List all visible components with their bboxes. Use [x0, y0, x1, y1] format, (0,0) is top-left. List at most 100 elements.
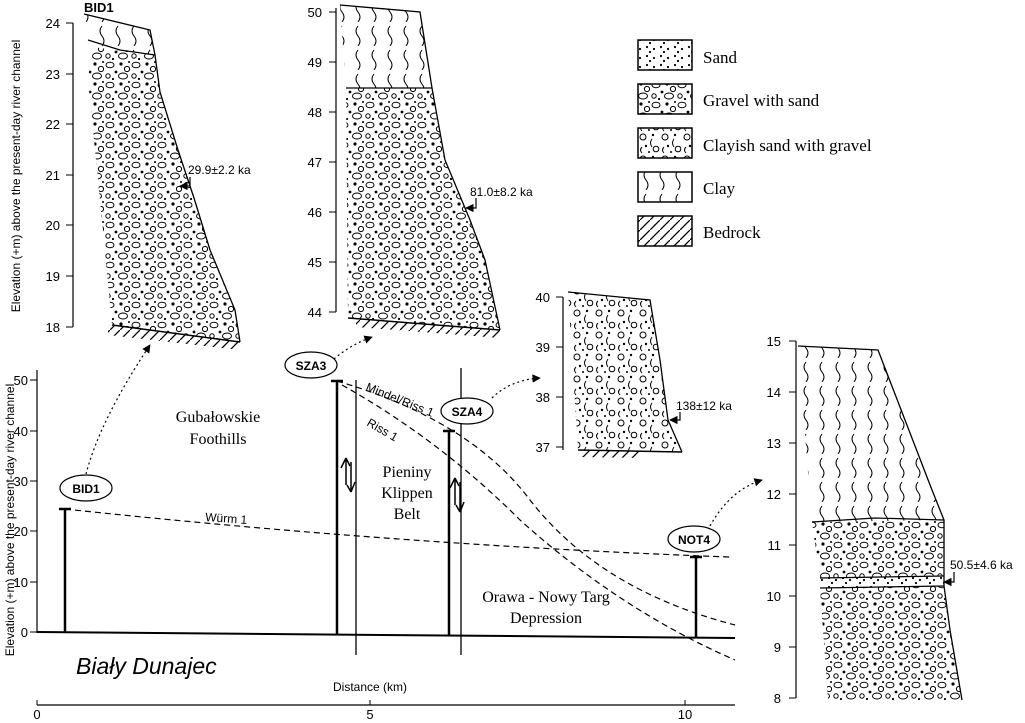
tick-label: 50: [14, 373, 28, 388]
sample-arrow: [179, 177, 191, 191]
sand-layer: [820, 576, 944, 588]
sample-arrow: [465, 198, 477, 213]
river-profile: [36, 631, 736, 639]
bedrock-contact: [111, 324, 241, 343]
legend-item-gravel: Gravel with sand: [637, 83, 820, 115]
legend-label-sand: Sand: [703, 48, 738, 67]
tick-label: 11: [768, 538, 782, 553]
tick-label: 10: [767, 589, 781, 604]
main-ylabel: Elevation (+m) above the present-day riv…: [3, 384, 17, 656]
terrace-label-riss: Riss 1: [365, 415, 401, 444]
bedrock-layer: [108, 325, 240, 350]
region-label: Pieniny: [383, 464, 432, 481]
site-name: NOT4: [678, 533, 710, 547]
legend-label-clayish: Clayish sand with gravel: [703, 136, 872, 155]
tick-label: 40: [14, 424, 28, 439]
bedrock-layer: [356, 318, 500, 338]
terrace-riss: [341, 384, 736, 661]
tick-label: 45: [308, 255, 322, 270]
site-badge-bid1: BID1: [59, 474, 113, 502]
tick-label: 48: [308, 105, 322, 120]
clay-layer: [340, 5, 432, 88]
tick-label: 13: [767, 436, 781, 451]
profile-outline: [339, 4, 501, 331]
bedrock-swatch: [637, 215, 693, 247]
clayish-swatch: [637, 127, 693, 159]
legend-item-bedrock: Bedrock: [637, 215, 761, 247]
down-arrow-icon: [455, 482, 465, 513]
down-arrow-icon: [346, 462, 356, 493]
tick-label: 47: [308, 155, 322, 170]
layer-boundary: [87, 39, 156, 56]
site-badge-not4: NOT4: [667, 525, 721, 553]
site-badge-sza4: SZA4: [440, 397, 494, 425]
tick-label: 0: [21, 625, 28, 640]
terrace-mindel: [336, 380, 736, 626]
tick-label: 23: [46, 67, 60, 82]
site-name: SZA4: [452, 405, 483, 419]
tick-label: 39: [536, 340, 550, 355]
region-label: Depression: [510, 610, 582, 627]
profile-ylabel: Elevation (+m) above the present-day riv…: [9, 40, 23, 312]
clay-layer: [798, 346, 944, 522]
layer-boundary: [819, 585, 945, 589]
main-xlabel: Distance (km): [333, 680, 407, 694]
age-label-sza4: 138±12 ka: [676, 399, 732, 413]
main-y-ticks: 0 10 20 30 40 50: [14, 373, 37, 640]
profile-outline: [797, 345, 963, 701]
tick-label: 20: [14, 524, 28, 539]
tick-label: 9: [774, 640, 781, 655]
river-name: Biały Dunajec: [76, 653, 217, 679]
profile-bid1: Elevation (+m) above the present-day riv…: [9, 0, 251, 350]
tick-label: 5: [366, 707, 373, 722]
tick-label: 38: [536, 390, 550, 405]
tick-label: 14: [767, 385, 781, 400]
tick-label: 24: [46, 16, 60, 31]
bedrock-layer: [580, 450, 640, 458]
age-label-not4: 50.5±4.6 ka: [950, 558, 1013, 572]
profile-outline: [83, 13, 241, 343]
profile-not4: 15 14 13 12 11 10 9 8 50.5±4.6 ka: [767, 334, 1013, 706]
tick-label: 10: [678, 707, 692, 722]
sand-swatch: [637, 39, 693, 71]
tick-label: 21: [46, 168, 60, 183]
legend-label-clay: Clay: [703, 179, 736, 198]
terrace-label-wurm: Würm 1: [205, 510, 248, 527]
profile-ticks-sza3: 50 49 48 47 46 45 44: [308, 5, 336, 320]
gravel-swatch: [637, 83, 693, 115]
tick-label: 44: [308, 305, 322, 320]
region-label: Foothills: [190, 431, 247, 448]
gravel-layer-upper: [812, 520, 944, 578]
sample-arrow: [943, 572, 955, 587]
fault-arrows: [340, 457, 465, 513]
up-arrow-icon: [340, 457, 351, 485]
clayish-layer: [568, 292, 682, 452]
tick-label: 46: [308, 205, 322, 220]
terrace-wurm: [64, 508, 731, 558]
age-label-sza3: 81.0±8.2 ka: [470, 185, 533, 199]
profile-ticks-sza4: 40 39 38 37: [536, 290, 563, 455]
legend-item-sand: Sand: [637, 39, 738, 71]
clay-swatch: [637, 171, 693, 203]
legend-item-clay: Clay: [637, 171, 736, 203]
legend-item-clayish: Clayish sand with gravel: [637, 127, 872, 159]
tick-label: 8: [774, 691, 781, 706]
layer-boundary: [819, 575, 945, 579]
connector-bid1: [85, 344, 151, 475]
tick-label: 50: [308, 5, 322, 20]
tick-label: 40: [536, 290, 550, 305]
profile-ticks-not4: 15 14 13 12 11 10 9 8: [767, 334, 796, 706]
tick-label: 12: [767, 487, 781, 502]
connector-sza3: [333, 335, 373, 360]
gravel-layer-lower: [820, 586, 962, 700]
site-name: SZA3: [296, 359, 327, 373]
tick-label: 15: [767, 334, 781, 349]
age-label-bid1: 29.9±2.2 ka: [188, 163, 251, 177]
up-arrow-icon: [449, 477, 460, 505]
tick-label: 49: [308, 55, 322, 70]
site-name: BID1: [72, 482, 100, 496]
tick-label: 19: [46, 269, 60, 284]
site-badge-sza3: SZA3: [284, 351, 338, 379]
gravel-layer: [88, 47, 240, 342]
